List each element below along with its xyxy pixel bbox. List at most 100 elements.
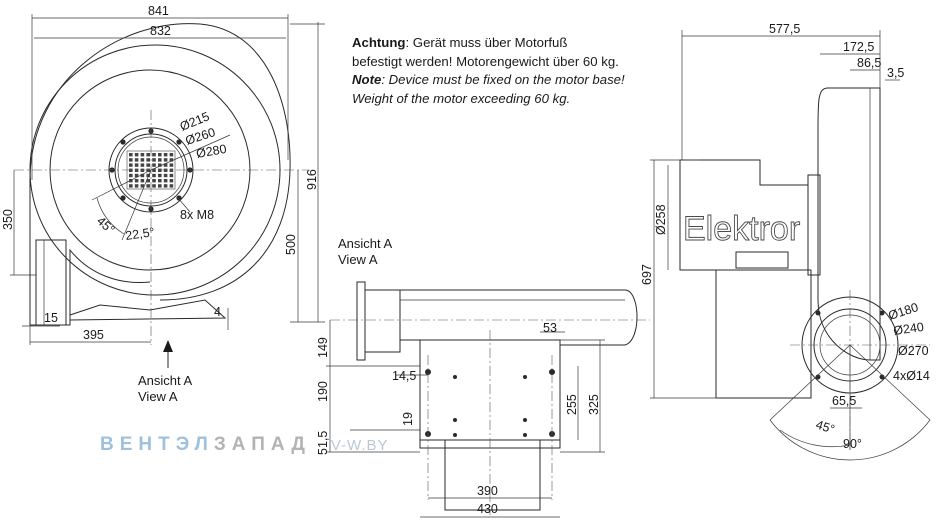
bolt-holes xyxy=(109,128,193,212)
dim-832: 832 xyxy=(150,24,171,38)
watermark-part-b: ЗАПАД xyxy=(213,434,311,455)
dim-53: 53 xyxy=(543,321,557,335)
inlet-grid-cell xyxy=(134,184,139,188)
inlet-grid-cell xyxy=(129,163,133,167)
inlet-grid-cell xyxy=(146,173,150,178)
bottom-view: 149 190 19 51,5 14,5 53 255 325 390 430 xyxy=(316,281,650,518)
dim-390: 390 xyxy=(477,484,498,498)
inlet-grid-cell xyxy=(140,184,145,188)
bolts-label: 8x M8 xyxy=(180,208,214,222)
dim-916: 916 xyxy=(305,169,319,190)
inlet-grid-cell xyxy=(169,179,174,183)
inlet-grid-cell xyxy=(146,158,150,162)
inlet-grid-cell xyxy=(169,158,174,162)
dim-d280: Ø280 xyxy=(195,142,228,161)
dim-395: 395 xyxy=(83,328,104,342)
inlet-grid-cell xyxy=(134,173,139,178)
inlet-grid-cell xyxy=(146,163,150,167)
view-a-label-top: Ansicht A View A xyxy=(338,236,392,268)
dim-190: 190 xyxy=(316,381,330,402)
inlet-grid-cell xyxy=(158,173,162,178)
inlet-grid-cell xyxy=(158,184,162,188)
inlet-grid-cell xyxy=(152,173,156,178)
inlet-grid-cell xyxy=(134,179,139,183)
inlet-grid-cell xyxy=(169,163,174,167)
inlet-grid-cell xyxy=(152,179,156,183)
inlet-grid-cell xyxy=(163,173,168,178)
inlet-grid-cell xyxy=(158,163,162,167)
dim-19: 19 xyxy=(401,412,415,426)
dim-d180: Ø180 xyxy=(887,300,920,323)
dim-d258: Ø258 xyxy=(654,204,668,235)
foot xyxy=(69,299,227,321)
inlet-grid-cell xyxy=(129,179,133,183)
inlet-grid-cell xyxy=(140,163,145,167)
inlet-grid-cell xyxy=(140,153,145,157)
housing-outline xyxy=(29,23,291,301)
inlet-grid-cell xyxy=(146,153,150,157)
watermark-part-a: ВЕНТЭЛ xyxy=(100,434,214,455)
note-en-line1: : Device must be fixed on the motor base… xyxy=(381,72,625,87)
inlet-grid-cell xyxy=(129,158,133,162)
side-view: Elektror 577,5 172,5 86,5 3,5 Ø258 697 Ø… xyxy=(640,22,931,461)
dim-side-angle-90: 90° xyxy=(843,437,862,451)
note-de-line1: : Gerät muss über Motorfuß xyxy=(405,35,568,50)
note-de-line2: befestigt werden! Motorengewicht über 60… xyxy=(352,53,619,69)
inlet-grid-cell xyxy=(129,153,133,157)
inlet-grid-cell xyxy=(140,158,145,162)
dim-325: 325 xyxy=(587,394,601,415)
dim-350: 350 xyxy=(1,209,15,230)
inlet-grid-cell xyxy=(163,153,168,157)
side-housing xyxy=(817,87,881,361)
note-en-bold: Note xyxy=(352,72,382,87)
inlet-grid-cell xyxy=(163,179,168,183)
inlet-grid-cell xyxy=(146,179,150,183)
dim-side-angle-45: 45° xyxy=(814,418,836,437)
dim-angle-45: 45° xyxy=(94,214,117,237)
inlet-grid-cell xyxy=(134,158,139,162)
view-a-label-bottom: Ansicht A View A xyxy=(138,373,192,405)
inlet-grid-cell xyxy=(152,158,156,162)
inlet-grid-cell xyxy=(152,184,156,188)
note-en-line2: Weight of the motor exceeding 60 kg. xyxy=(352,90,571,106)
dim-172-5: 172,5 xyxy=(843,40,874,54)
note-de-bold: Achtung xyxy=(352,35,406,50)
holes-label: 4xØ14 xyxy=(893,369,930,383)
dim-3-5: 3,5 xyxy=(887,66,904,80)
inlet-grid-cell xyxy=(134,153,139,157)
inlet-grid-cell xyxy=(140,173,145,178)
view-a-en: View A xyxy=(338,252,378,267)
inlet-grid-cell xyxy=(146,184,150,188)
inlet-grid-cell xyxy=(163,184,168,188)
dim-697: 697 xyxy=(640,264,654,285)
dim-430: 430 xyxy=(477,502,498,516)
inlet-grid-cell xyxy=(158,179,162,183)
dim-149: 149 xyxy=(316,337,330,358)
mounting-note: Achtung: Gerät muss über Motorfuß befest… xyxy=(352,34,625,108)
inlet-grid-cell xyxy=(158,158,162,162)
inlet-grid-cell xyxy=(158,153,162,157)
dim-d240: Ø240 xyxy=(892,320,924,338)
dim-51-5: 51,5 xyxy=(316,431,330,455)
view-a-de: Ansicht A xyxy=(338,236,393,251)
dim-65-5: 65,5 xyxy=(832,394,856,408)
inlet-grid-cell xyxy=(169,153,174,157)
motor-brand: Elektror xyxy=(683,210,800,248)
dim-15: 15 xyxy=(44,311,58,325)
dim-577-5: 577,5 xyxy=(769,22,800,36)
dim-500: 500 xyxy=(284,234,298,255)
dim-d270: Ø270 xyxy=(898,344,929,358)
inlet-grid-cell xyxy=(163,163,168,167)
inlet-grid-cell xyxy=(163,158,168,162)
watermark-part-c: V-W.BY xyxy=(330,437,389,454)
view-a-de-2: Ansicht A xyxy=(138,373,193,388)
inlet-grid-cell xyxy=(152,163,156,167)
inlet-grid-cell xyxy=(169,173,174,178)
inlet-grid-cell xyxy=(152,153,156,157)
dim-255: 255 xyxy=(565,394,579,415)
inlet-grid-cell xyxy=(129,184,133,188)
dim-4: 4 xyxy=(214,305,221,319)
view-a-en-2: View A xyxy=(138,389,178,404)
inlet-grid-cell xyxy=(140,179,145,183)
